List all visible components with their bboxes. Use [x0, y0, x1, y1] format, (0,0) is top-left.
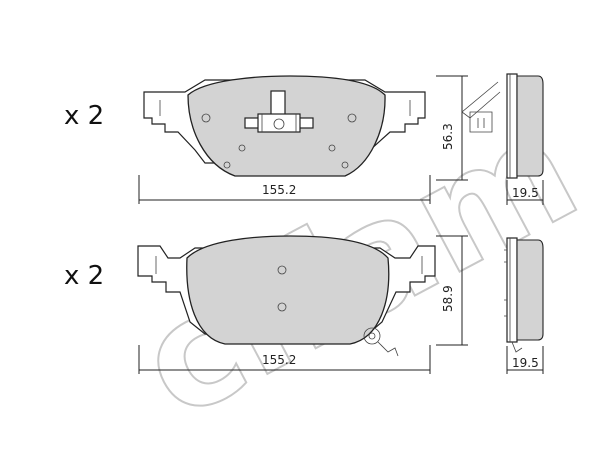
top-quantity-label: x 2	[64, 101, 104, 131]
bottom-height-label: 58.9	[441, 285, 455, 312]
top-height-dimension: 56.3	[436, 75, 468, 181]
bottom-hole-center	[277, 302, 287, 312]
top-plate-tabs	[159, 100, 411, 116]
bottom-thickness-label: 19.5	[512, 356, 539, 370]
bottom-plate-tabs	[155, 256, 423, 274]
top-hole-bl	[223, 161, 231, 169]
bottom-height-dimension: 58.9	[436, 235, 468, 346]
top-height-label: 56.3	[441, 123, 455, 150]
top-hole-right	[347, 113, 357, 123]
bottom-friction-pad	[186, 235, 390, 345]
bottom-pad-group: x 2 155.2 58.9	[64, 235, 544, 374]
bottom-hole-top	[277, 265, 287, 275]
bottom-width-label: 155.2	[262, 353, 296, 367]
top-thickness-label: 19.5	[512, 186, 539, 200]
bottom-side-profile: 19.5	[504, 237, 544, 374]
top-center-clip	[244, 90, 314, 133]
top-hole-mr	[328, 144, 336, 152]
top-width-dimension: 155.2	[138, 175, 431, 204]
bottom-wear-indicator	[363, 327, 399, 357]
top-side-profile: 19.5	[461, 73, 544, 205]
top-hole-ml	[238, 144, 246, 152]
top-pad-group: x 2 155.2 56.3	[64, 73, 544, 205]
bottom-quantity-label: x 2	[64, 261, 104, 291]
top-hole-left	[201, 113, 211, 123]
top-width-label: 155.2	[262, 183, 296, 197]
bottom-width-dimension: 155.2	[138, 345, 431, 374]
top-hole-br	[341, 161, 349, 169]
